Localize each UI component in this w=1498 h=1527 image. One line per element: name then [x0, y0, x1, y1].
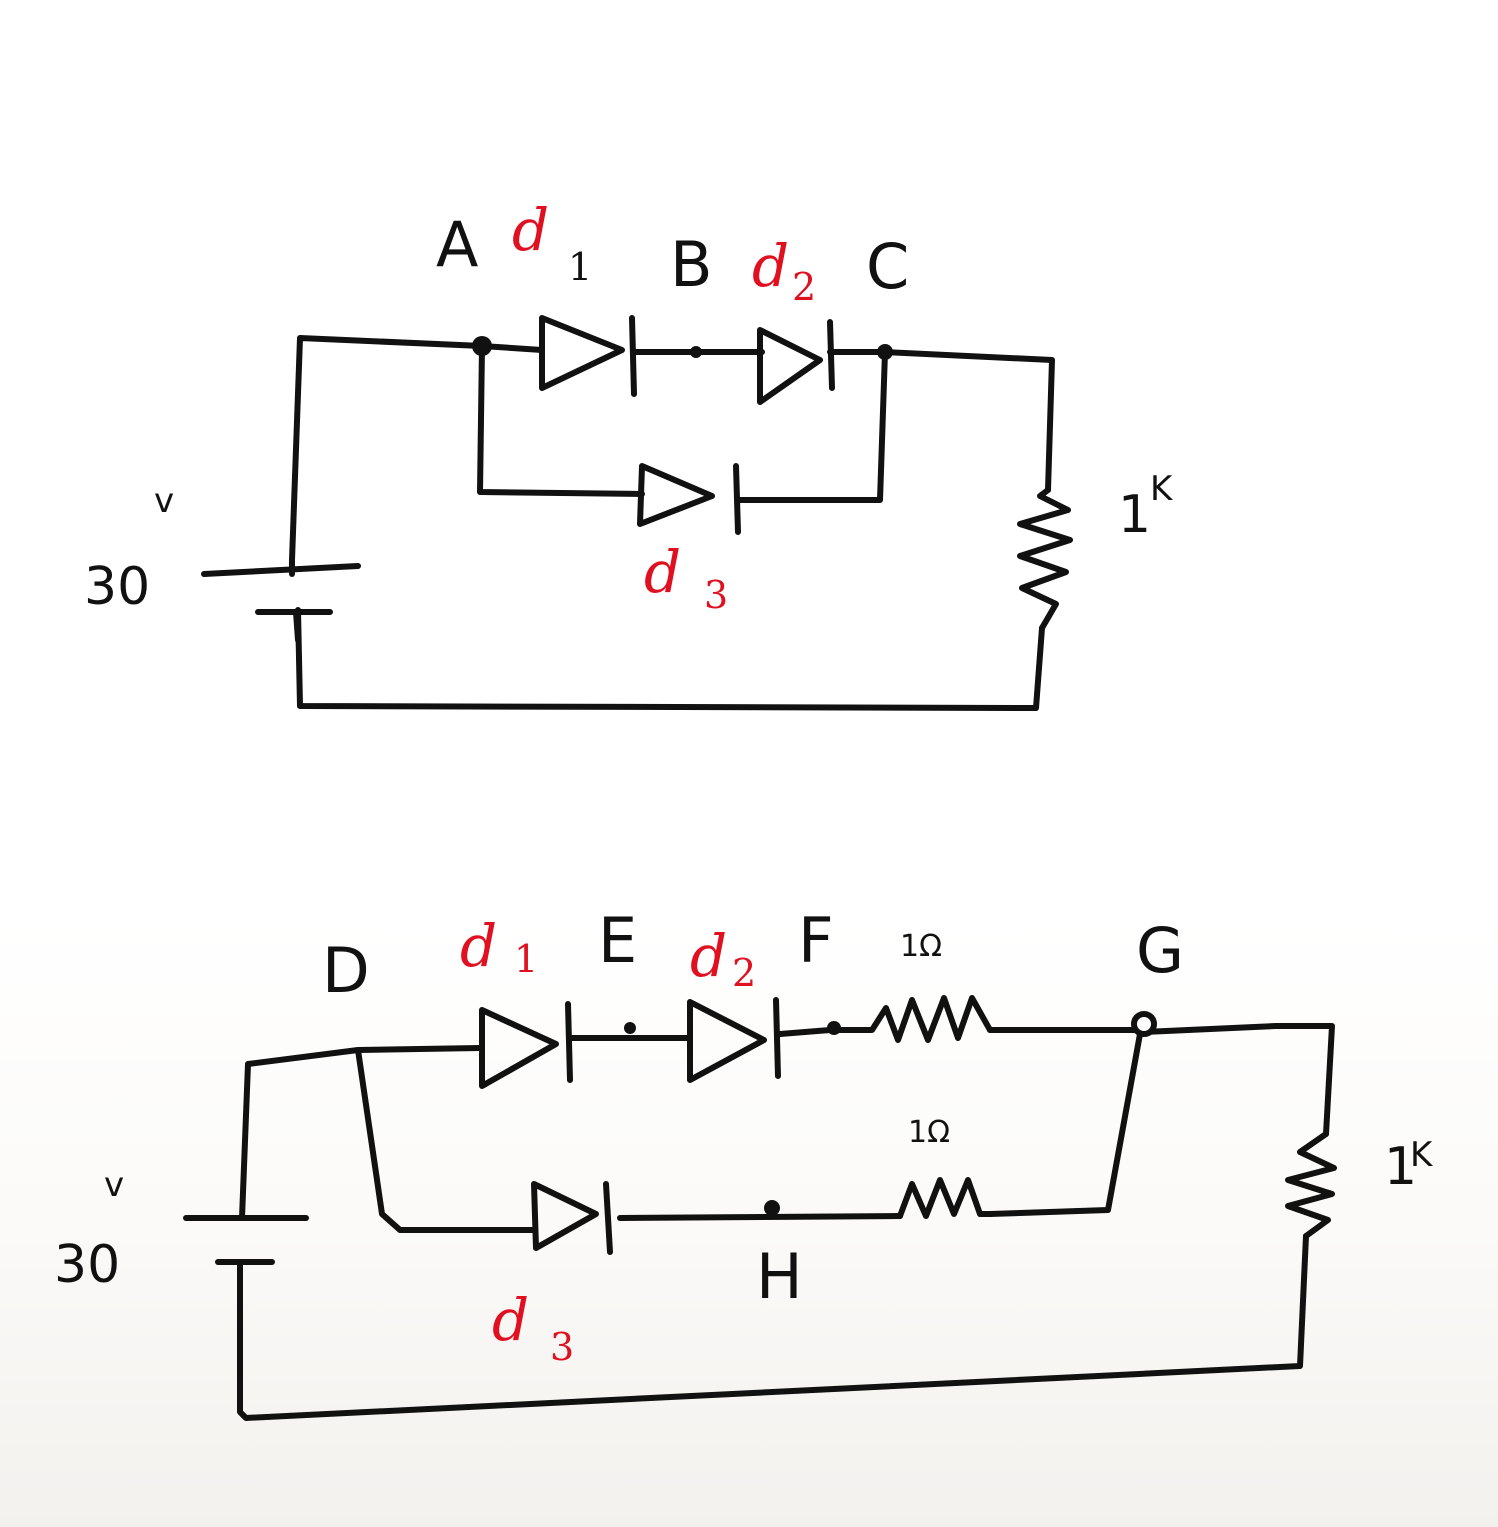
battery-unit-bottom: v	[104, 1165, 124, 1205]
wire-top-left	[289, 335, 1045, 711]
diode-d1-top	[539, 315, 637, 397]
wire-bottom-top-branch	[355, 1027, 1147, 1053]
diode-d3-bottom	[531, 1181, 613, 1255]
resistor-load-top	[1017, 487, 1073, 631]
diode-label-d1-bottom: d	[460, 912, 497, 980]
node-label-c: C	[866, 230, 909, 303]
diode-sub-d2-bottom: 2	[732, 951, 756, 995]
diode-d2-bottom	[687, 997, 781, 1083]
diode-sub-d1-top: 1	[568, 245, 592, 289]
circuit-top	[201, 315, 1073, 711]
diode-sub-d3-bottom: 3	[550, 1325, 574, 1369]
node-label-a: A	[436, 208, 478, 281]
diode-sub-d2-top: 2	[792, 265, 816, 309]
node-dot-c	[877, 344, 893, 360]
node-dot-h	[764, 1200, 780, 1216]
resistor-load-bottom	[1285, 1131, 1337, 1239]
resistor-label-bottom: 1Ω	[908, 1115, 950, 1150]
node-label-b: B	[670, 228, 713, 301]
load-value-top: 1	[1118, 485, 1151, 545]
node-label-d: D	[322, 934, 370, 1007]
resistor-label-top: 1Ω	[900, 929, 942, 964]
battery-value-top: 30	[84, 557, 150, 617]
wire-bottom-outer	[237, 1023, 1335, 1421]
diode-label-d2-bottom: d	[690, 922, 727, 990]
load-unit-bottom: K	[1410, 1135, 1434, 1175]
diode-label-d3-bottom: d	[492, 1286, 529, 1354]
node-label-e: E	[598, 904, 637, 977]
battery-bottom	[183, 1215, 309, 1265]
resistor-series-bottom	[897, 1177, 993, 1219]
diode-d3-top	[637, 463, 741, 535]
battery-top	[201, 557, 361, 643]
node-label-g: G	[1136, 914, 1184, 987]
load-unit-top: K	[1150, 469, 1174, 509]
node-label-h: H	[756, 1240, 803, 1313]
battery-unit-top: v	[154, 481, 174, 521]
battery-value-bottom: 30	[54, 1235, 120, 1295]
node-dot-g	[1131, 1011, 1157, 1037]
node-dot-b	[690, 346, 702, 358]
diode-d1-bottom	[479, 1001, 573, 1089]
diode-sub-d3-top: 3	[704, 573, 728, 617]
circuit-bottom	[183, 995, 1337, 1421]
diode-d2-top	[757, 319, 835, 405]
diode-sub-d1-bottom: 1	[514, 937, 538, 981]
load-value-bottom: 1	[1384, 1137, 1417, 1197]
node-dot-e	[624, 1022, 636, 1034]
diode-label-d2-top: d	[752, 232, 789, 300]
diode-label-d1-top: d	[512, 196, 549, 264]
wire-top-right	[882, 349, 1055, 493]
resistor-series-top	[827, 995, 993, 1043]
diode-label-d3-top: d	[644, 538, 681, 606]
node-dot-a	[472, 336, 492, 356]
wire-top-branch	[477, 343, 888, 503]
node-dot-f	[827, 1021, 841, 1035]
node-label-f: F	[798, 904, 834, 977]
wire-bottom-bottom-branch	[355, 1031, 1143, 1233]
